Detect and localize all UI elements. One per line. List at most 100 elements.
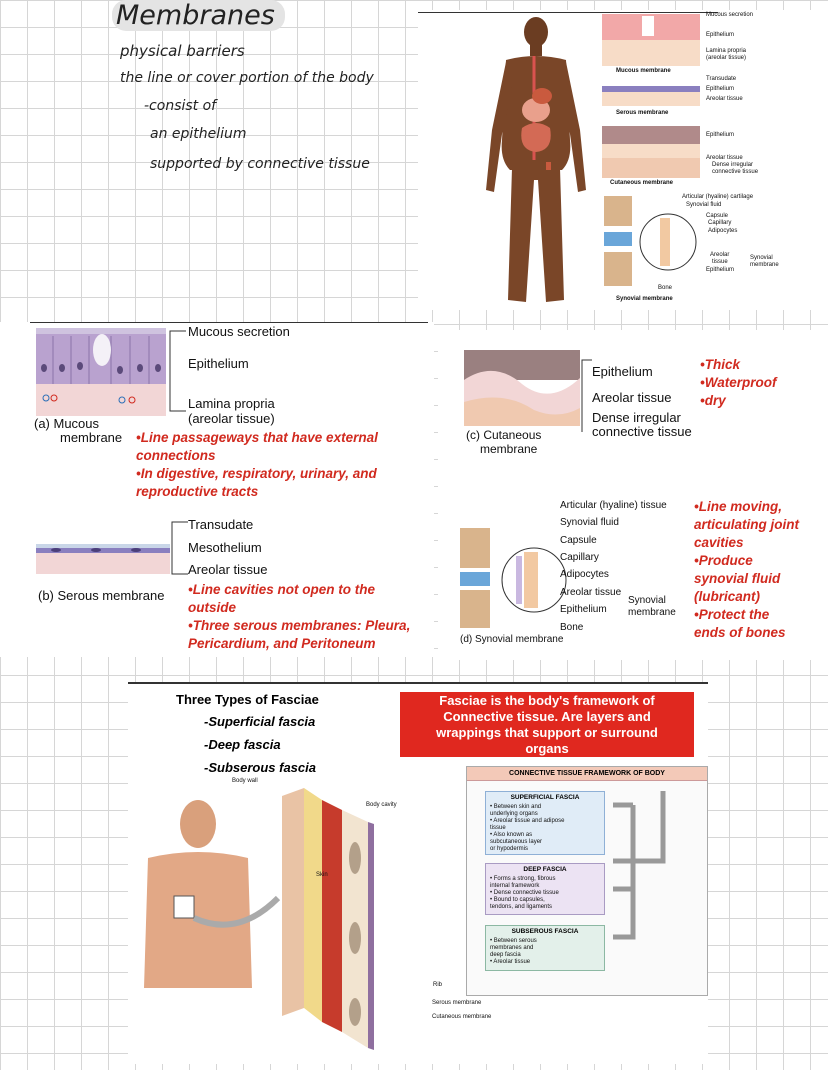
framework-arrows	[613, 791, 666, 940]
cutaneous-membrane-illustration	[464, 350, 580, 426]
label: Capillary	[708, 220, 732, 226]
label: Transudate	[706, 76, 737, 82]
label-cutaneous-membrane: Cutaneous membrane	[432, 1014, 492, 1020]
fasciae-panel: Three Types of Fasciae -Superficial fasc…	[128, 682, 708, 1064]
caption-cutaneous-2: membrane	[480, 442, 538, 456]
label-lamina-propria: Lamina propria	[188, 396, 275, 411]
label-transudate: Transudate	[188, 517, 254, 532]
mucous-serous-panel: Mucous secretion Epithelium Lamina propr…	[0, 322, 434, 657]
box-item: deep fascia	[490, 952, 521, 958]
label-areolar-tissue: Areolar tissue	[560, 587, 622, 598]
subserous-fascia-box: SUBSEROUS FASCIA • Between serous membra…	[485, 925, 605, 971]
label: (areolar tissue)	[706, 55, 747, 61]
note: outside	[188, 600, 237, 615]
label: Articular (hyaline) cartilage	[682, 194, 754, 200]
note: (lubricant)	[694, 589, 760, 604]
label-bone: Bone	[560, 622, 584, 633]
note-line: supported by connective tissue	[150, 156, 370, 172]
box-title: DEEP FASCIA	[523, 866, 567, 873]
note: ends of bones	[694, 625, 786, 640]
label-epithelium: Epithelium	[560, 604, 607, 615]
label: Adipocytes	[708, 228, 738, 234]
box-item: • Dense connective tissue	[490, 890, 559, 896]
framework-box: CONNECTIVE TISSUE FRAMEWORK OF BODY SUPE…	[466, 766, 708, 996]
label: Areolar tissue	[706, 155, 743, 161]
label-epithelium: Epithelium	[592, 364, 653, 379]
label-connective-tissue: connective tissue	[592, 424, 692, 439]
box-item: tendons, and ligaments	[490, 904, 553, 910]
label: Areolar tissue	[706, 96, 743, 102]
fascia-type: -Deep fascia	[204, 737, 281, 752]
caption-cutaneous: (c) Cutaneous	[466, 428, 542, 442]
label-areolar-tissue: Areolar tissue	[188, 562, 268, 577]
definition-line: Fasciae is the body's framework of	[439, 693, 655, 708]
box-title: SUBSEROUS FASCIA	[511, 928, 579, 935]
note: •Waterproof	[700, 375, 777, 390]
label-synovial-fluid: Synovial fluid	[560, 517, 619, 528]
label-areolar-tissue: (areolar tissue)	[188, 411, 275, 426]
label: Dense irregular	[712, 162, 754, 168]
label: Areolar	[710, 252, 730, 258]
note: •Thick	[700, 357, 740, 372]
label: Capsule	[706, 213, 729, 219]
note-line: the line or cover portion of the body	[120, 70, 374, 86]
box-item: • Also known as	[490, 832, 533, 838]
note: cavities	[694, 535, 744, 550]
label-areolar-tissue: Areolar tissue	[592, 390, 672, 405]
label: Epithelium	[706, 132, 735, 138]
note: Pericardium, and Peritoneum	[188, 636, 376, 651]
label-dense-irregular: Dense irregular	[592, 410, 681, 425]
note: articulating joint	[694, 517, 800, 532]
note: •dry	[700, 393, 726, 408]
caption: Synovial membrane	[616, 296, 673, 302]
label-rib: Rib	[433, 982, 443, 988]
label-synovial-group-2: membrane	[628, 607, 676, 618]
label-adipocytes: Adipocytes	[560, 569, 609, 580]
label: tissue	[712, 259, 728, 265]
box-item: • Between skin and	[490, 804, 542, 810]
definition-box: Fasciae is the body's framework of Conne…	[400, 692, 694, 757]
synovial-membrane-thumbnail	[604, 196, 697, 286]
label-epithelium: Epithelium	[188, 356, 249, 371]
label: Synovial	[750, 255, 773, 261]
box-item: tissue	[490, 825, 506, 831]
label: Epithelium	[706, 86, 735, 92]
note: synovial fluid	[694, 571, 781, 586]
box-title: SUPERFICIAL FASCIA	[510, 794, 580, 801]
box-item: underlying organs	[490, 811, 538, 817]
label-synovial-group: Synovial	[628, 595, 666, 606]
label: Epithelium	[706, 267, 735, 273]
label: Epithelium	[706, 32, 735, 38]
caption: Mucous membrane	[616, 68, 671, 74]
mucous-membrane-thumbnail	[602, 14, 700, 66]
note-line: an epithelium	[150, 126, 247, 142]
note: •Line moving,	[694, 499, 782, 514]
human-body-illustration	[486, 17, 586, 302]
fascia-type: -Subserous fascia	[204, 760, 316, 775]
note: •Line cavities not open to the	[188, 582, 375, 597]
cutaneous-membrane-thumbnail	[602, 126, 700, 178]
membranes-overview-figure: Mucous secretion Epithelium Lamina propr…	[418, 10, 828, 310]
label-body-cavity: Body cavity	[366, 802, 397, 808]
caption-mucous: (a) Mucous	[34, 416, 100, 431]
label: membrane	[750, 262, 779, 268]
label: Lamina propria	[706, 48, 747, 54]
box-item: • Forms a strong, fibrous	[490, 876, 556, 882]
box-item: internal framework	[490, 883, 540, 889]
definition-line: organs	[525, 741, 569, 756]
box-item: membranes and	[490, 945, 534, 951]
note: •Line passageways that have external	[136, 430, 378, 445]
label: Bone	[658, 285, 673, 291]
note-line: physical barriers	[120, 42, 245, 60]
label-mucous-secretion: Mucous secretion	[188, 324, 290, 339]
note-line: -consist of	[144, 98, 217, 114]
caption-mucous-2: membrane	[60, 430, 123, 445]
note: reproductive tracts	[136, 484, 259, 499]
note: connections	[136, 448, 216, 463]
note: •Protect the	[694, 607, 770, 622]
definition-line: Connective tissue. Are layers and	[443, 709, 651, 724]
fasciae-heading: Three Types of Fasciae	[176, 692, 319, 707]
note: •Produce	[694, 553, 753, 568]
label: connective tissue	[712, 169, 759, 175]
label-serous-membrane: Serous membrane	[432, 1000, 482, 1006]
